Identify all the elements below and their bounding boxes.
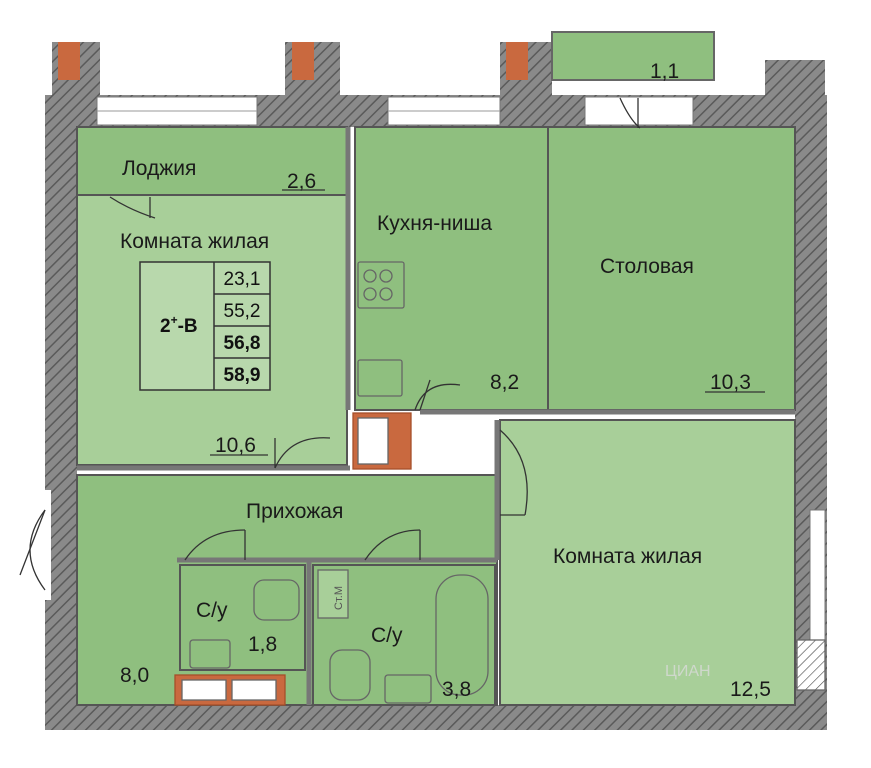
area-value-2: 55,2 (224, 301, 261, 322)
dining-area: 10,3 (710, 371, 751, 394)
toilet-large-icon (329, 649, 371, 701)
windows (39, 96, 826, 641)
kitchen-area: 8,2 (490, 371, 519, 394)
bath-large-area: 3,8 (442, 678, 471, 701)
bath-small-name: С/у (196, 599, 228, 622)
apartment-type: 2+-В (160, 313, 198, 337)
dining-name: Столовая (600, 255, 694, 278)
area-value-4: 58,9 (224, 365, 261, 386)
bath-small-area: 1,8 (248, 633, 277, 656)
sink-small-icon (189, 639, 231, 669)
living2-name: Комната жилая (553, 545, 702, 568)
rooms (76, 126, 796, 706)
living1-area: 10,6 (215, 434, 256, 457)
riser-box (317, 569, 349, 619)
balcony (551, 31, 715, 81)
bathtub-large-icon (435, 574, 489, 696)
area-value-3: 56,8 (224, 333, 261, 354)
kitchen-sink-icon (357, 359, 403, 397)
stove-icon (357, 261, 405, 309)
apartment-infobox: 2+-В 23,1 55,2 56,8 58,9 (139, 261, 271, 391)
living2-area: 12,5 (730, 678, 771, 701)
loggia-area: 2,6 (287, 170, 316, 193)
watermark: ЦИАН (665, 663, 711, 680)
corner-hatch (796, 639, 826, 691)
area-value-1: 23,1 (224, 269, 261, 290)
sink-large-icon (384, 674, 432, 704)
balcony-area: 1,1 (650, 60, 679, 83)
riser-label: Ст.М (333, 586, 345, 610)
toilet-small-icon (253, 579, 300, 621)
hall-name: Прихожая (246, 500, 343, 523)
interior-walls (77, 127, 795, 705)
room-living-2 (499, 419, 796, 706)
brick-piers (52, 42, 552, 97)
fixtures (174, 261, 826, 706)
kitchen-name: Кухня-ниша (377, 212, 492, 235)
room-bath-small (179, 564, 306, 671)
room-kitchen (354, 126, 549, 411)
room-loggia (76, 126, 348, 196)
room-labels: Лоджия 2,6 Комната жилая 10,6 Кухня-ниша… (120, 60, 771, 701)
loggia-name: Лоджия (122, 157, 196, 180)
doors (19, 97, 641, 591)
hall-area: 8,0 (120, 664, 149, 687)
bath-large-name: С/у (371, 624, 403, 647)
room-living-1 (76, 194, 348, 466)
living1-name: Комната жилая (120, 230, 269, 253)
